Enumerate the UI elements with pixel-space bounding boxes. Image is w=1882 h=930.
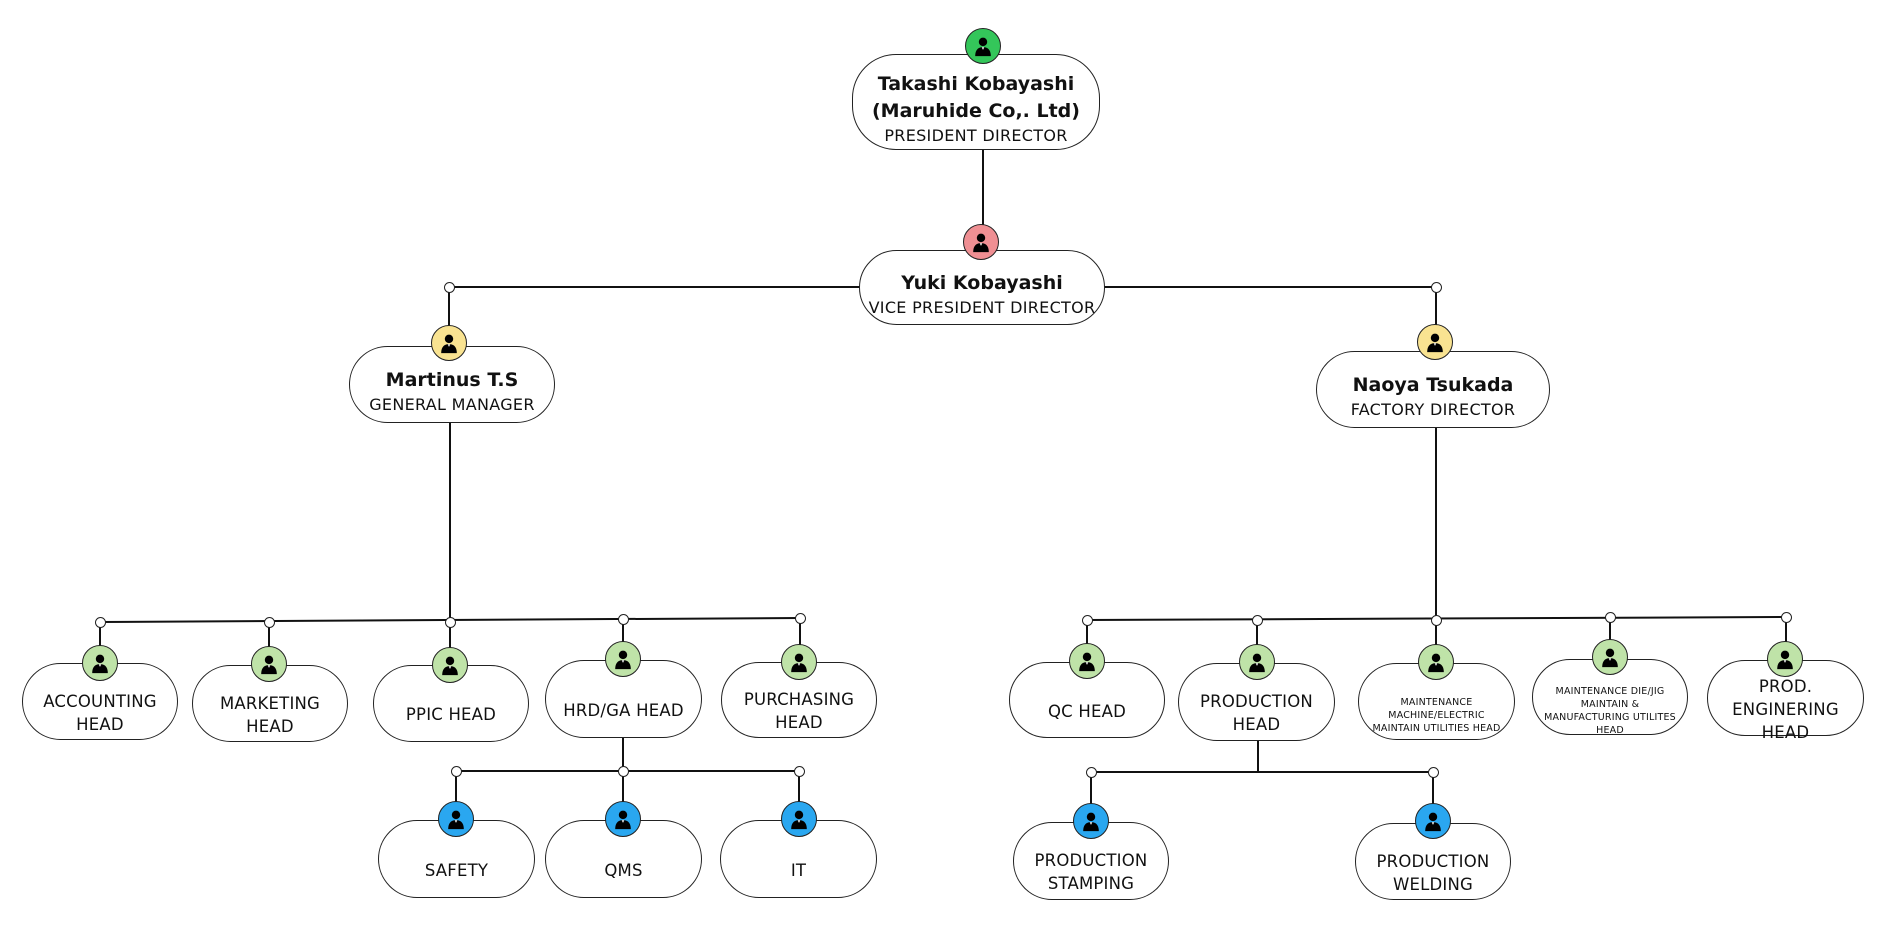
person-icon bbox=[615, 810, 631, 830]
person-icon bbox=[615, 650, 631, 670]
person-icon bbox=[1079, 652, 1095, 672]
connector-dot bbox=[451, 766, 462, 777]
connector-dot bbox=[1605, 612, 1616, 623]
person-icon bbox=[261, 655, 277, 675]
avatar bbox=[1418, 644, 1454, 680]
node-role: PRESIDENT DIRECTOR bbox=[884, 126, 1068, 145]
node-label: PPIC HEAD bbox=[405, 705, 497, 724]
avatar bbox=[1069, 643, 1105, 679]
connector-dot bbox=[794, 766, 805, 777]
node-label: MARKETING HEAD bbox=[219, 693, 321, 736]
node-label: PRODUCTION WELDING bbox=[1376, 851, 1490, 894]
person-icon bbox=[973, 233, 989, 253]
person-icon bbox=[441, 334, 457, 354]
node-label: PROD. ENGINERING HEAD bbox=[1732, 676, 1839, 742]
avatar bbox=[432, 647, 468, 683]
person-icon bbox=[1425, 812, 1441, 832]
node-production-welding[interactable]: PRODUCTION WELDING bbox=[1355, 823, 1511, 900]
node-role: FACTORY DIRECTOR bbox=[1350, 400, 1516, 419]
node-label: QMS bbox=[604, 860, 643, 880]
node-label: MAINTENANCE MACHINE/ELECTRIC MAINTAIN UT… bbox=[1372, 697, 1501, 734]
node-label: QC HEAD bbox=[1048, 701, 1126, 721]
person-icon bbox=[442, 656, 458, 676]
person-icon bbox=[1249, 653, 1265, 673]
avatar bbox=[1239, 644, 1275, 680]
node-label: HRD/GA HEAD bbox=[563, 700, 684, 720]
avatar bbox=[605, 801, 641, 837]
connector-dot bbox=[1086, 767, 1097, 778]
connector-dot bbox=[795, 613, 806, 624]
node-factory-director[interactable]: Naoya Tsukada FACTORY DIRECTOR bbox=[1316, 351, 1550, 428]
node-label: PRODUCTION STAMPING bbox=[1034, 851, 1148, 893]
connector-dot bbox=[1431, 282, 1442, 293]
avatar bbox=[963, 224, 999, 260]
node-label: MAINTENANCE DIE/JIG MAINTAIN & MANUFACTU… bbox=[1544, 686, 1676, 736]
node-vice-president[interactable]: Yuki Kobayashi VICE PRESIDENT DIRECTOR bbox=[859, 250, 1105, 325]
person-icon bbox=[975, 37, 991, 57]
avatar bbox=[1073, 803, 1109, 839]
connector-dot bbox=[1428, 767, 1439, 778]
node-marketing-head[interactable]: MARKETING HEAD bbox=[192, 665, 348, 742]
avatar bbox=[251, 646, 287, 682]
node-label: PURCHASING HEAD bbox=[743, 690, 855, 732]
person-icon bbox=[448, 810, 464, 830]
avatar bbox=[1417, 324, 1453, 360]
node-name: Martinus T.S bbox=[385, 369, 519, 391]
node-label: IT bbox=[790, 860, 807, 880]
connector-dot bbox=[1082, 615, 1093, 626]
node-name: Yuki Kobayashi bbox=[901, 272, 1063, 294]
person-icon bbox=[92, 654, 108, 674]
connector-dot bbox=[1781, 612, 1792, 623]
node-general-manager[interactable]: Martinus T.S GENERAL MANAGER bbox=[349, 346, 555, 423]
node-role: VICE PRESIDENT DIRECTOR bbox=[868, 298, 1096, 317]
connector-dot bbox=[444, 282, 455, 293]
avatar bbox=[781, 801, 817, 837]
node-name: Naoya Tsukada bbox=[1352, 374, 1514, 396]
connector-dot bbox=[1252, 615, 1263, 626]
person-icon bbox=[791, 653, 807, 673]
node-label: PRODUCTION HEAD bbox=[1200, 692, 1313, 734]
node-label: ACCOUNTING HEAD bbox=[43, 691, 157, 734]
connector-dot bbox=[445, 617, 456, 628]
connector-dot bbox=[1431, 615, 1442, 626]
person-icon bbox=[791, 810, 807, 830]
connector-dot bbox=[95, 617, 106, 628]
person-icon bbox=[1602, 648, 1618, 668]
avatar bbox=[1767, 641, 1803, 677]
node-president[interactable]: Takashi Kobayashi (Maruhide Co,. Ltd) PR… bbox=[852, 54, 1100, 150]
node-accounting-head[interactable]: ACCOUNTING HEAD bbox=[22, 663, 178, 740]
connector-dot bbox=[618, 766, 629, 777]
node-role: GENERAL MANAGER bbox=[369, 395, 535, 414]
node-name: Takashi Kobayashi (Maruhide Co,. Ltd) bbox=[872, 73, 1080, 122]
avatar bbox=[1592, 639, 1628, 675]
connector-dot bbox=[264, 617, 275, 628]
avatar bbox=[781, 644, 817, 680]
avatar bbox=[82, 645, 118, 681]
person-icon bbox=[1428, 653, 1444, 673]
avatar bbox=[438, 801, 474, 837]
connector-dot bbox=[618, 614, 629, 625]
person-icon bbox=[1777, 650, 1793, 670]
person-icon bbox=[1427, 333, 1443, 353]
node-label: SAFETY bbox=[424, 860, 489, 880]
avatar bbox=[965, 28, 1001, 64]
person-icon bbox=[1083, 812, 1099, 832]
avatar bbox=[1415, 803, 1451, 839]
avatar bbox=[431, 325, 467, 361]
avatar bbox=[605, 641, 641, 677]
